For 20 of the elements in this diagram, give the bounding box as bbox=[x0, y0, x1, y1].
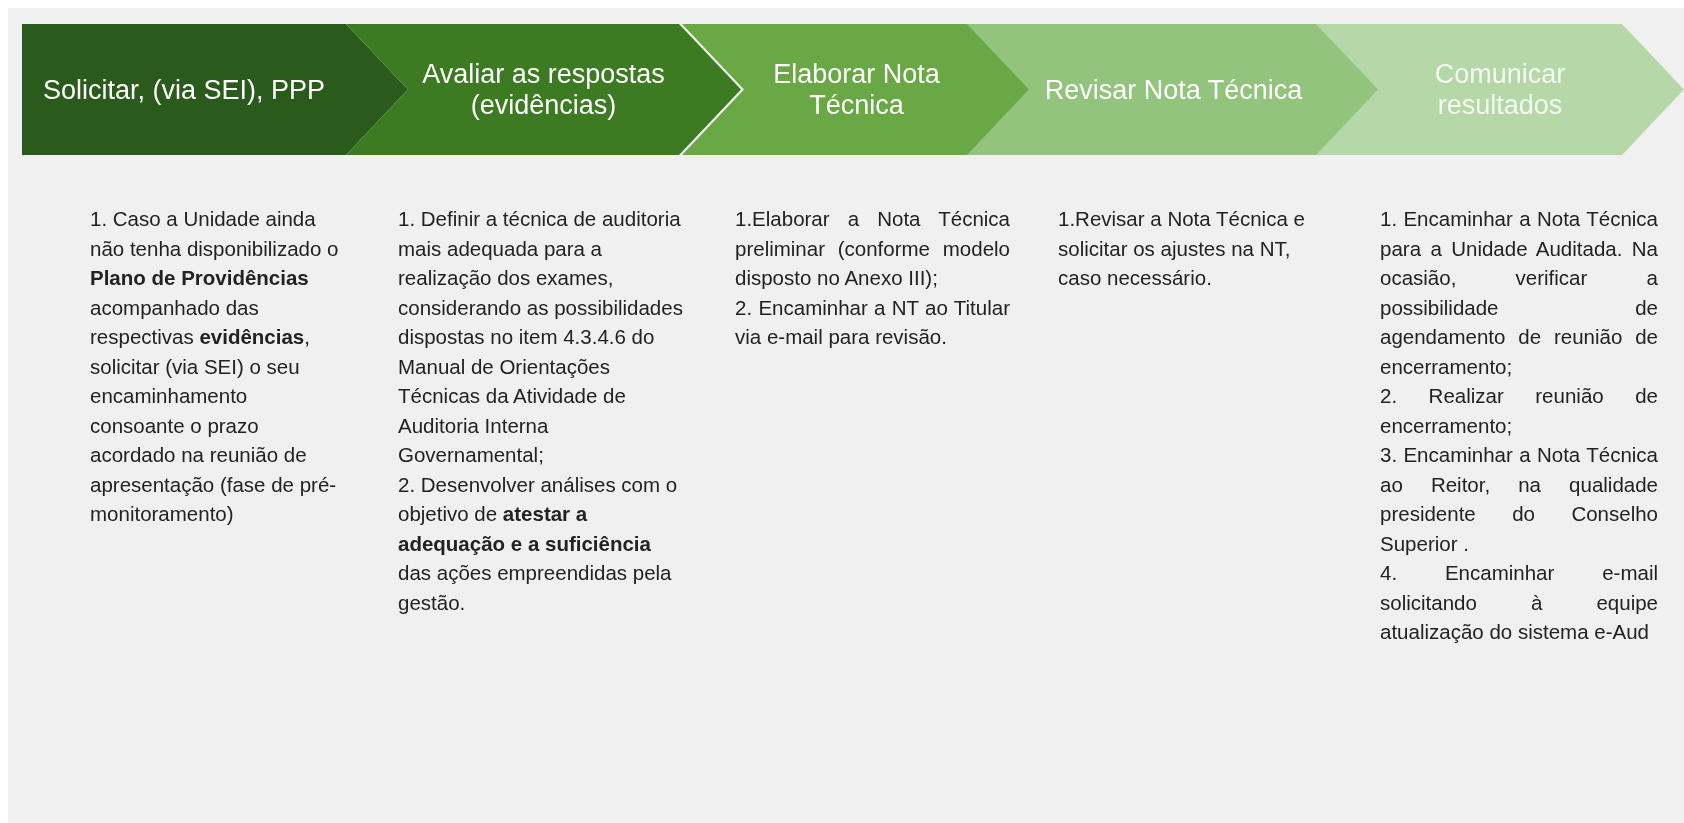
step-description: 1. Encaminhar a Nota Técnica para a Unidade Auditada. Na ocasião, verificar a possibilidade de agendamento de reunião de encerramento; bbox=[1380, 206, 1658, 380]
step-description: 1.Revisar a Nota Técnica e solicitar os ajustes na NT, caso necessário. bbox=[1058, 206, 1306, 291]
chevron-step bbox=[22, 24, 408, 155]
step-title: Comunicar resultados bbox=[1433, 58, 1567, 121]
chevron-step bbox=[967, 24, 1380, 155]
step-description: 1. Definir a técnica de auditoria mais adequada para a realização dos exames, considerando as possibilidades dispostas no item 4.3.4.6 do Manual de Orientações Técnicas da Atividade de Auditoria Interna Governamental; bbox=[398, 206, 684, 468]
step-title: Avaliar as respostas (evidências) bbox=[421, 58, 666, 121]
chevron-step bbox=[682, 24, 1031, 155]
chevron-step bbox=[1316, 24, 1684, 155]
step-description: 4. Encaminhar e-mail solicitando à equipe atualização do sistema e-Aud bbox=[1380, 560, 1658, 645]
step-title: Solicitar, (via SEI), PPP bbox=[41, 74, 327, 105]
chevron-step bbox=[346, 24, 741, 155]
step-description: 1. Caso a Unidade ainda não tenha disponibilizado o Plano de Providências acompanhado das respectivas evidências, solicitar (via SEI) o seu encaminhamento consoante o prazo acordado na reunião de apresentação (fase de pré-monitoramento) bbox=[90, 206, 340, 527]
step-description: 2. Encaminhar a NT ao Titular via e-mail para revisão. bbox=[735, 294, 1010, 350]
step-description: 2. Desenvolver análises com o objetivo de atestar a adequação e a suficiência das ações empreendidas pela gestão. bbox=[398, 471, 679, 616]
step-description: 3. Encaminhar a Nota Técnica ao Reitor, na qualidade presidente do Conselho Superior . bbox=[1380, 442, 1658, 557]
step-title: Elaborar Nota Técnica bbox=[772, 58, 941, 121]
step-description: 2. Realizar reunião de encerramento; bbox=[1380, 383, 1658, 439]
step-title: Revisar Nota Técnica bbox=[1043, 74, 1304, 105]
step-description: 1.Elaborar a Nota Técnica preliminar (conforme modelo disposto no Anexo III); bbox=[735, 206, 1010, 291]
